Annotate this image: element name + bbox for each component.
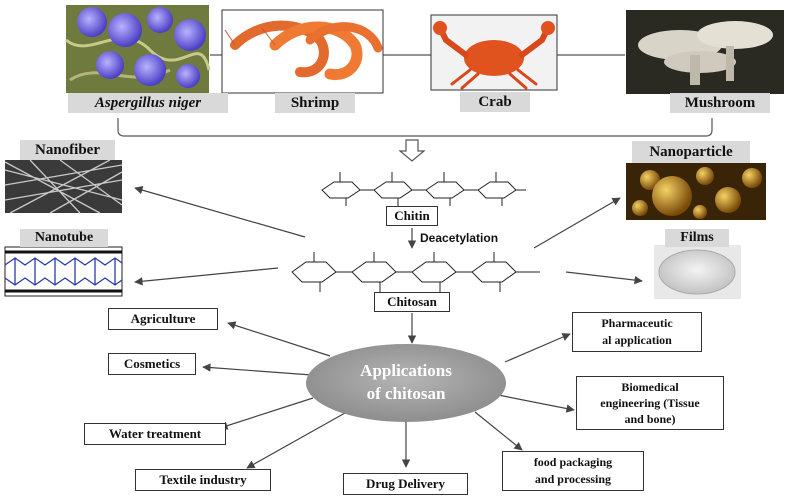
deacetylation-label: Deacetylation	[420, 231, 499, 245]
source-label-aspergillus: Aspergillus niger	[68, 93, 228, 113]
flow-arrows	[134, 186, 643, 469]
source-label-shrimp: Shrimp	[275, 93, 355, 113]
app-textile-industry: Textile industry	[135, 469, 271, 491]
form-label-nanotube: Nanotube	[20, 229, 108, 247]
app-food-packaging: food packaging and processing	[502, 451, 644, 491]
chitin-label: Chitin	[386, 206, 438, 226]
app-pharmaceutical: Pharmaceutic al application	[572, 312, 702, 352]
app-drug-delivery: Drug Delivery	[343, 473, 468, 495]
form-label-films: Films	[665, 229, 729, 247]
app-food-line2: and processing	[534, 472, 612, 486]
app-pharma-line1: Pharmaceutic	[601, 316, 673, 330]
hub-text-line1: Applications	[360, 361, 452, 380]
aspergillus-image	[65, 5, 211, 93]
app-biomed-line1: Biomedical	[621, 380, 679, 394]
nanoparticle-image	[626, 163, 766, 220]
app-biomed-line2: engineering (Tissue	[600, 396, 700, 410]
crab-image	[430, 14, 558, 91]
app-agriculture: Agriculture	[108, 308, 218, 330]
applications-hub	[306, 344, 506, 422]
hub-text-line2: of chitosan	[366, 384, 446, 403]
app-pharma-line2: al application	[602, 333, 672, 347]
hollow-down-arrow	[398, 139, 426, 162]
app-cosmetics: Cosmetics	[108, 353, 196, 375]
source-label-crab: Crab	[460, 92, 530, 112]
shrimp-image	[221, 9, 384, 94]
source-label-mushroom: Mushroom	[670, 93, 770, 113]
app-biomedical: Biomedical engineering (Tissue and bone)	[576, 376, 724, 430]
chitosan-label: Chitosan	[374, 292, 450, 312]
app-food-line1: food packaging	[533, 455, 613, 469]
form-label-nanoparticle: Nanoparticle	[632, 141, 750, 163]
form-label-nanofiber: Nanofiber	[20, 140, 115, 160]
app-biomed-line3: and bone)	[624, 412, 676, 426]
chitosan-structure	[291, 252, 540, 292]
mushroom-image	[626, 10, 784, 94]
nanofiber-image	[4, 159, 123, 214]
app-water-treatment: Water treatment	[84, 423, 226, 445]
nanotube-image	[4, 246, 123, 297]
films-image	[654, 245, 741, 299]
chitin-structure	[321, 172, 526, 206]
